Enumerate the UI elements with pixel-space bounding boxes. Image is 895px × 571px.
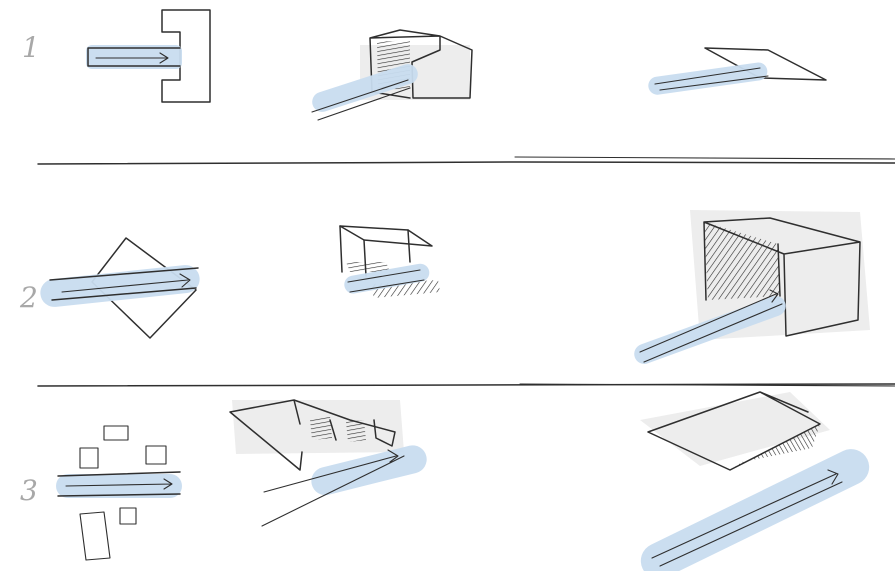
sketch-2a-rotated-plan [39, 238, 201, 338]
sketch-2b-frame [340, 226, 440, 298]
row-number-2: 2 [19, 281, 38, 314]
sketch-3a-blocks-plan [56, 426, 182, 560]
sketch-1c-slab [647, 48, 826, 96]
sketch-1a-plan-wall [86, 10, 210, 102]
divider-line-2 [38, 384, 895, 386]
sketch-3b-courtyard [230, 400, 430, 526]
divider-line-1 [38, 157, 895, 164]
sketch-2c-box [631, 210, 870, 367]
row-number-1: 1 [22, 31, 40, 64]
row-number-3: 3 [20, 474, 38, 507]
sketch-1b-box-entrance [310, 30, 472, 120]
sketch-3c-slope [635, 392, 875, 571]
